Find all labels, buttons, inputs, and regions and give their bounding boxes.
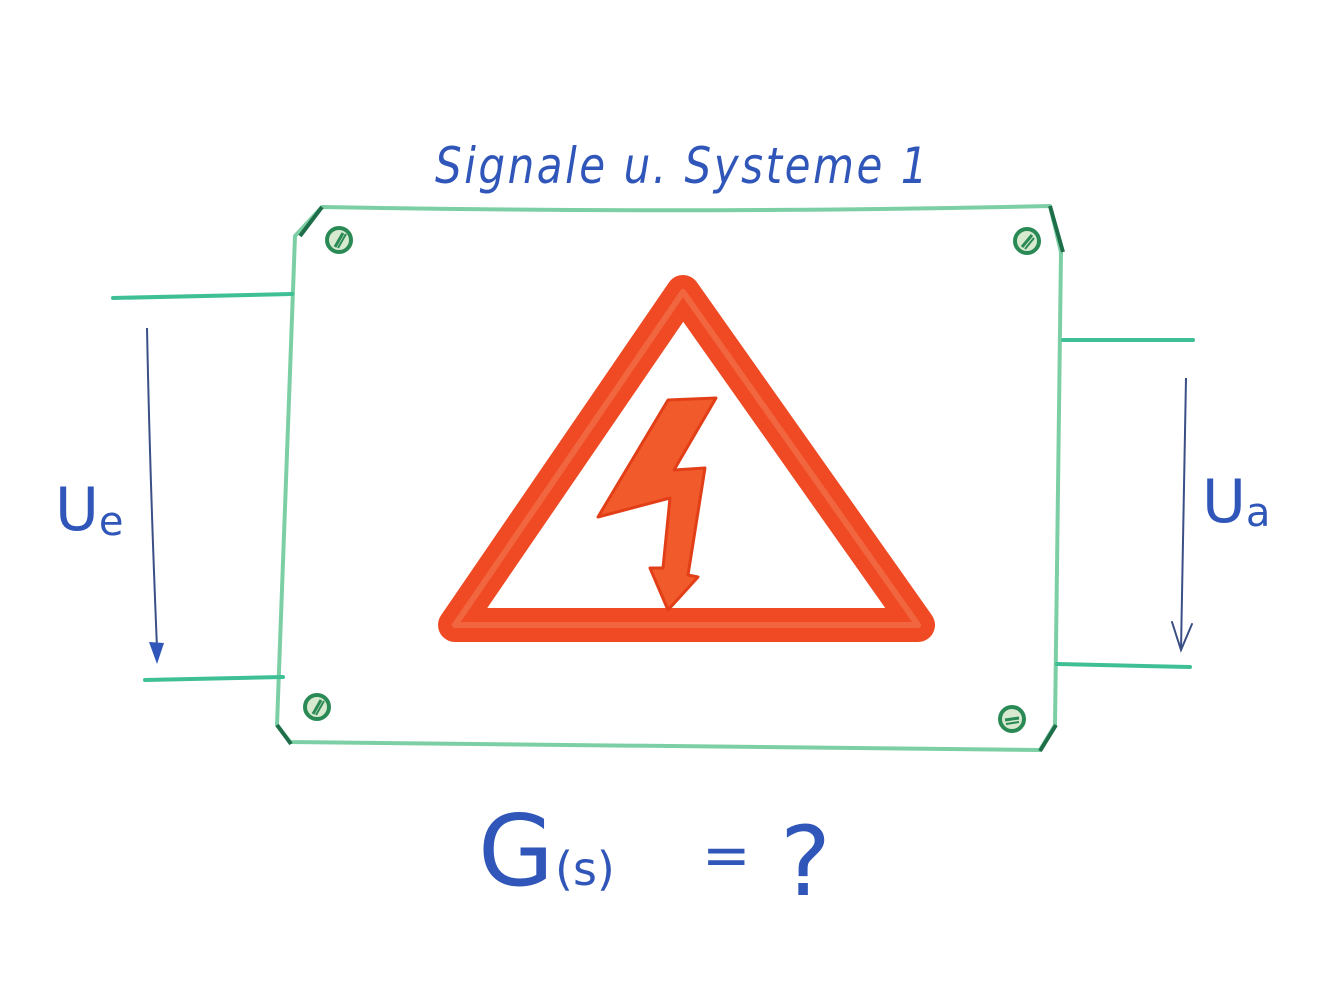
box-corner-bottom-right [1038,723,1058,753]
output-voltage-arrow [1171,377,1193,653]
diagram-title: Signale u. Systeme 1 [435,137,930,195]
equals-sign: = [702,821,751,889]
screw-icon [303,693,331,721]
screw-icon [998,705,1026,733]
transfer-function-argument: (s) [555,842,615,896]
box-corner-top-left [298,205,324,238]
input-voltage-label: Ue [55,475,124,545]
arrow-head-icon [149,642,164,664]
output-voltage-label: Ua [1202,467,1270,537]
transfer-function-symbol: G [478,795,554,909]
transfer-function-question: G (s) = ? [478,795,831,918]
question-mark: ? [780,806,831,918]
system-box [275,204,1065,753]
arrow-head-icon [1171,621,1193,653]
input-voltage-arrow [146,327,164,664]
input-wire-top [111,292,294,300]
box-corner-top-right [1048,205,1065,253]
lightning-bolt-icon [596,396,718,612]
screw-icon [1013,227,1041,255]
screw-icon [325,226,353,254]
box-corner-bottom-left [275,723,293,746]
output-wire-bottom [1055,662,1192,669]
warning-triangle-icon [438,275,935,642]
input-wire-bottom [143,675,285,682]
